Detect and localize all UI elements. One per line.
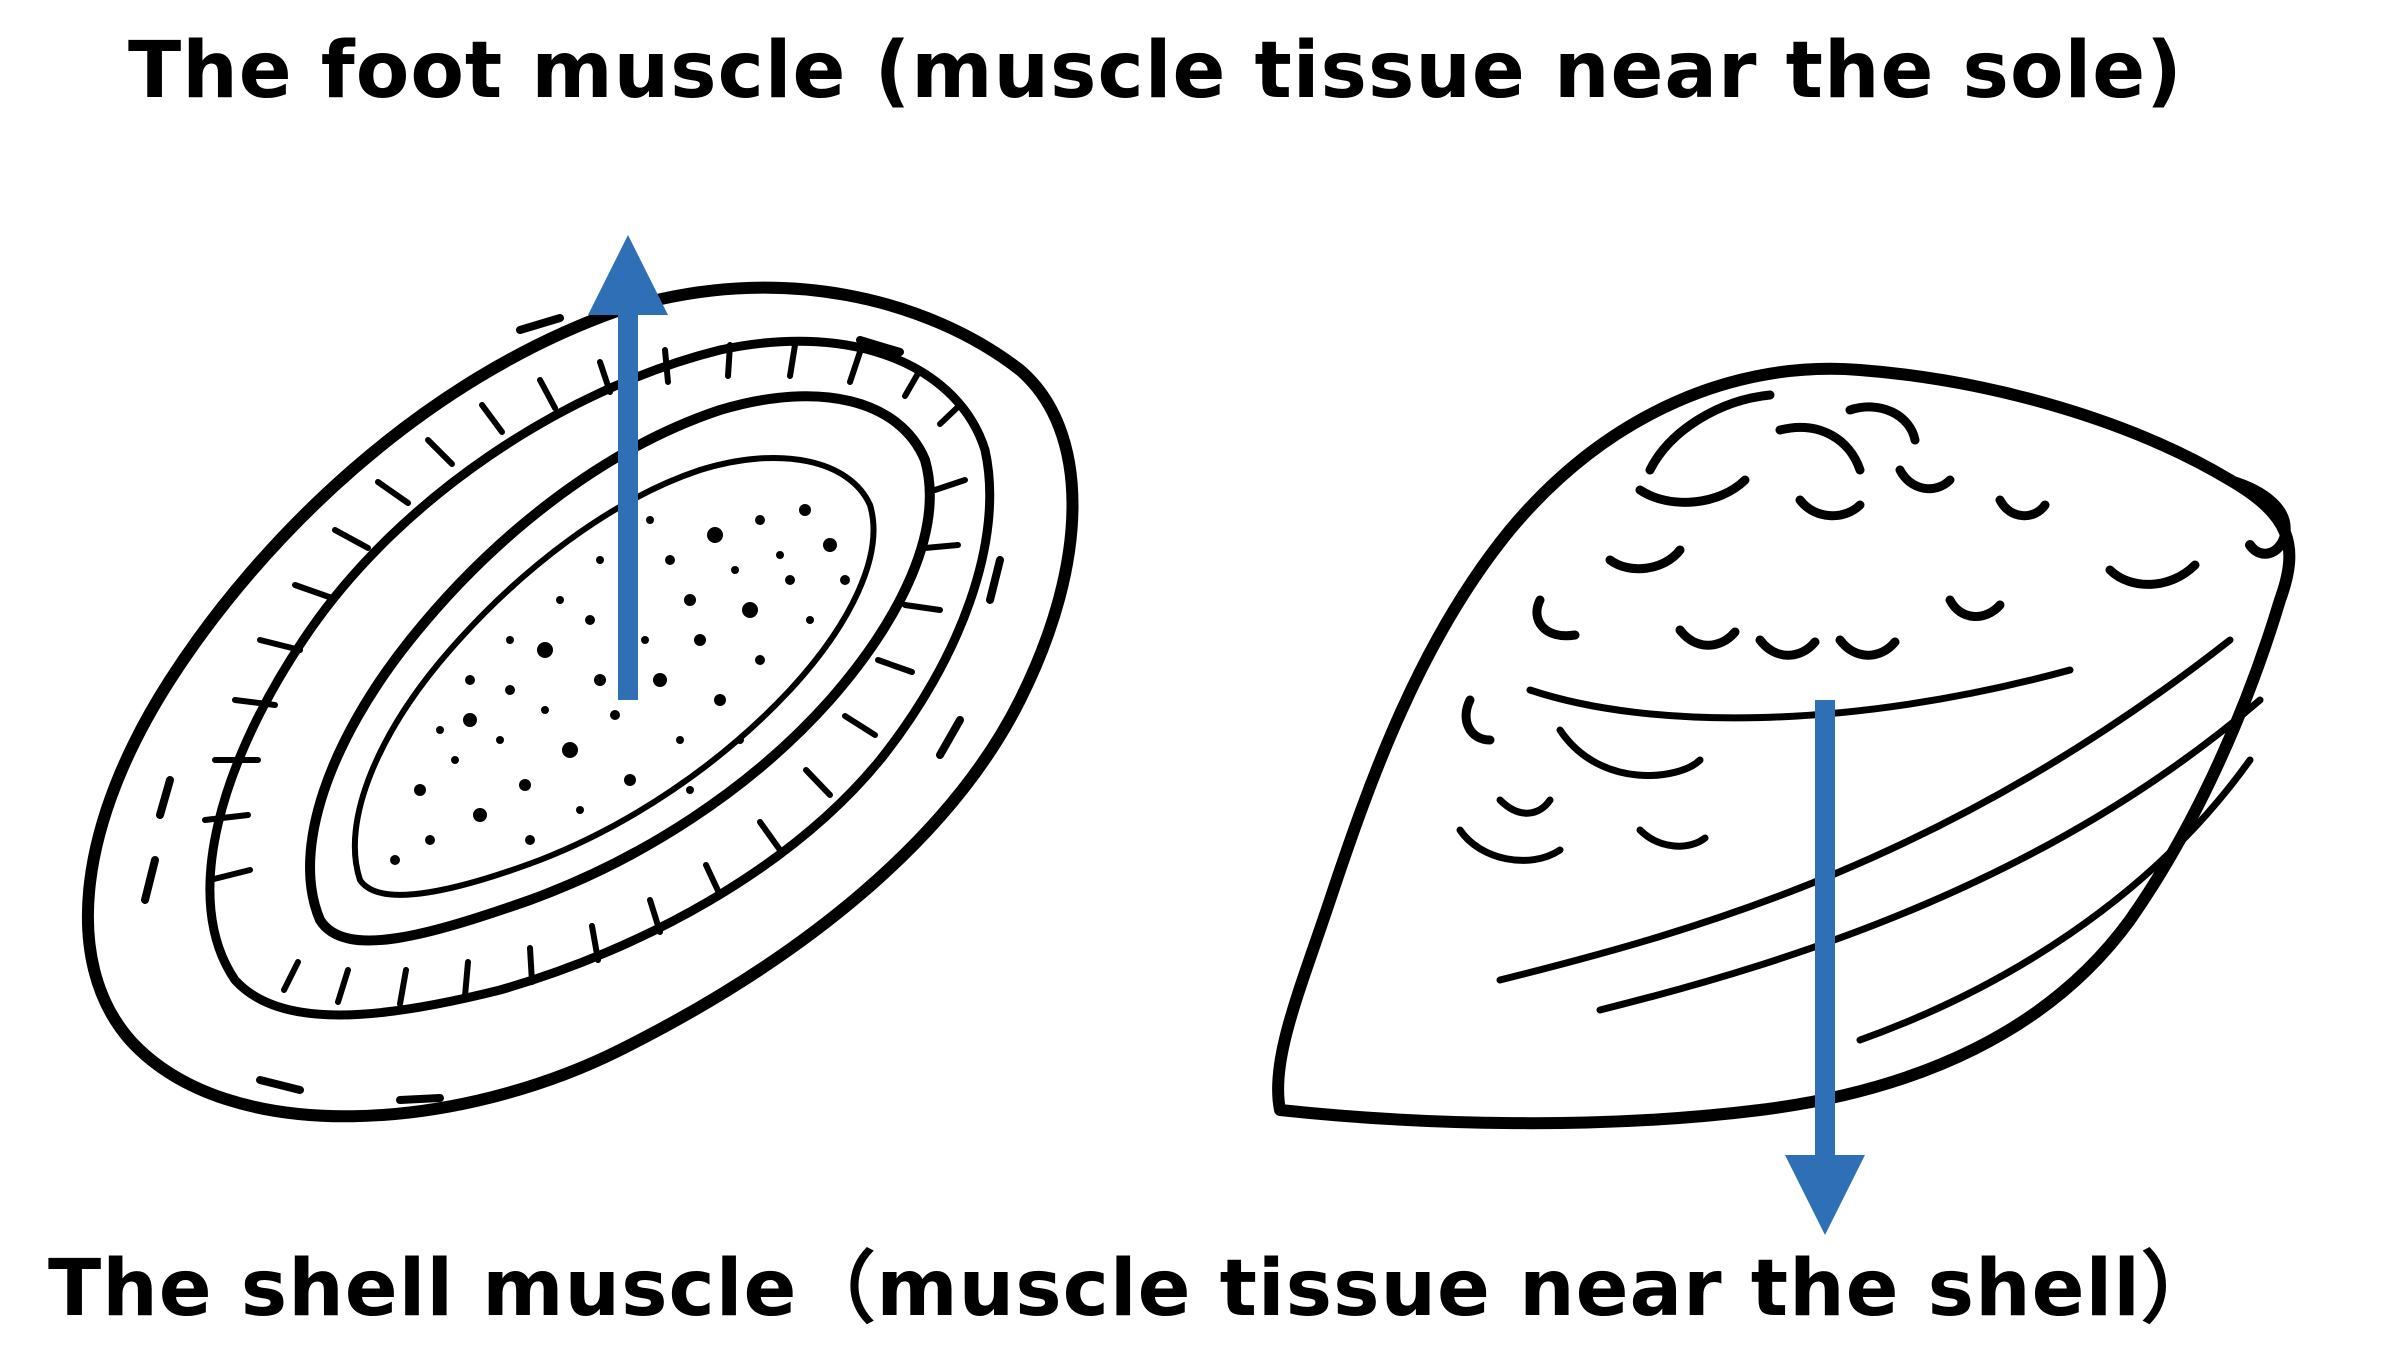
foot-inner-edge <box>351 454 877 898</box>
outer-shell-rim <box>82 281 1079 1123</box>
shell-muscle-label: The shell muscle（muscle tissue near the … <box>48 1244 2220 1334</box>
mantle-ruffle <box>202 342 968 1007</box>
shell-spire <box>2225 475 2291 559</box>
shell-growth-lines <box>1456 636 2264 1044</box>
shell-outline <box>1272 362 2296 1130</box>
foot-muscle-label: The foot muscle (muscle tissue near the … <box>128 26 2183 116</box>
inner-shell-lip <box>205 336 995 1020</box>
rim-dashes <box>141 314 1004 1104</box>
foot-sole-outline <box>305 391 935 946</box>
respiratory-pores <box>1461 465 2200 745</box>
abalone-shell-view <box>1272 362 2296 1130</box>
abalone-foot-view <box>82 281 1079 1123</box>
foot-stipple-texture <box>390 504 850 865</box>
shell-top-ridge <box>1645 390 1920 475</box>
